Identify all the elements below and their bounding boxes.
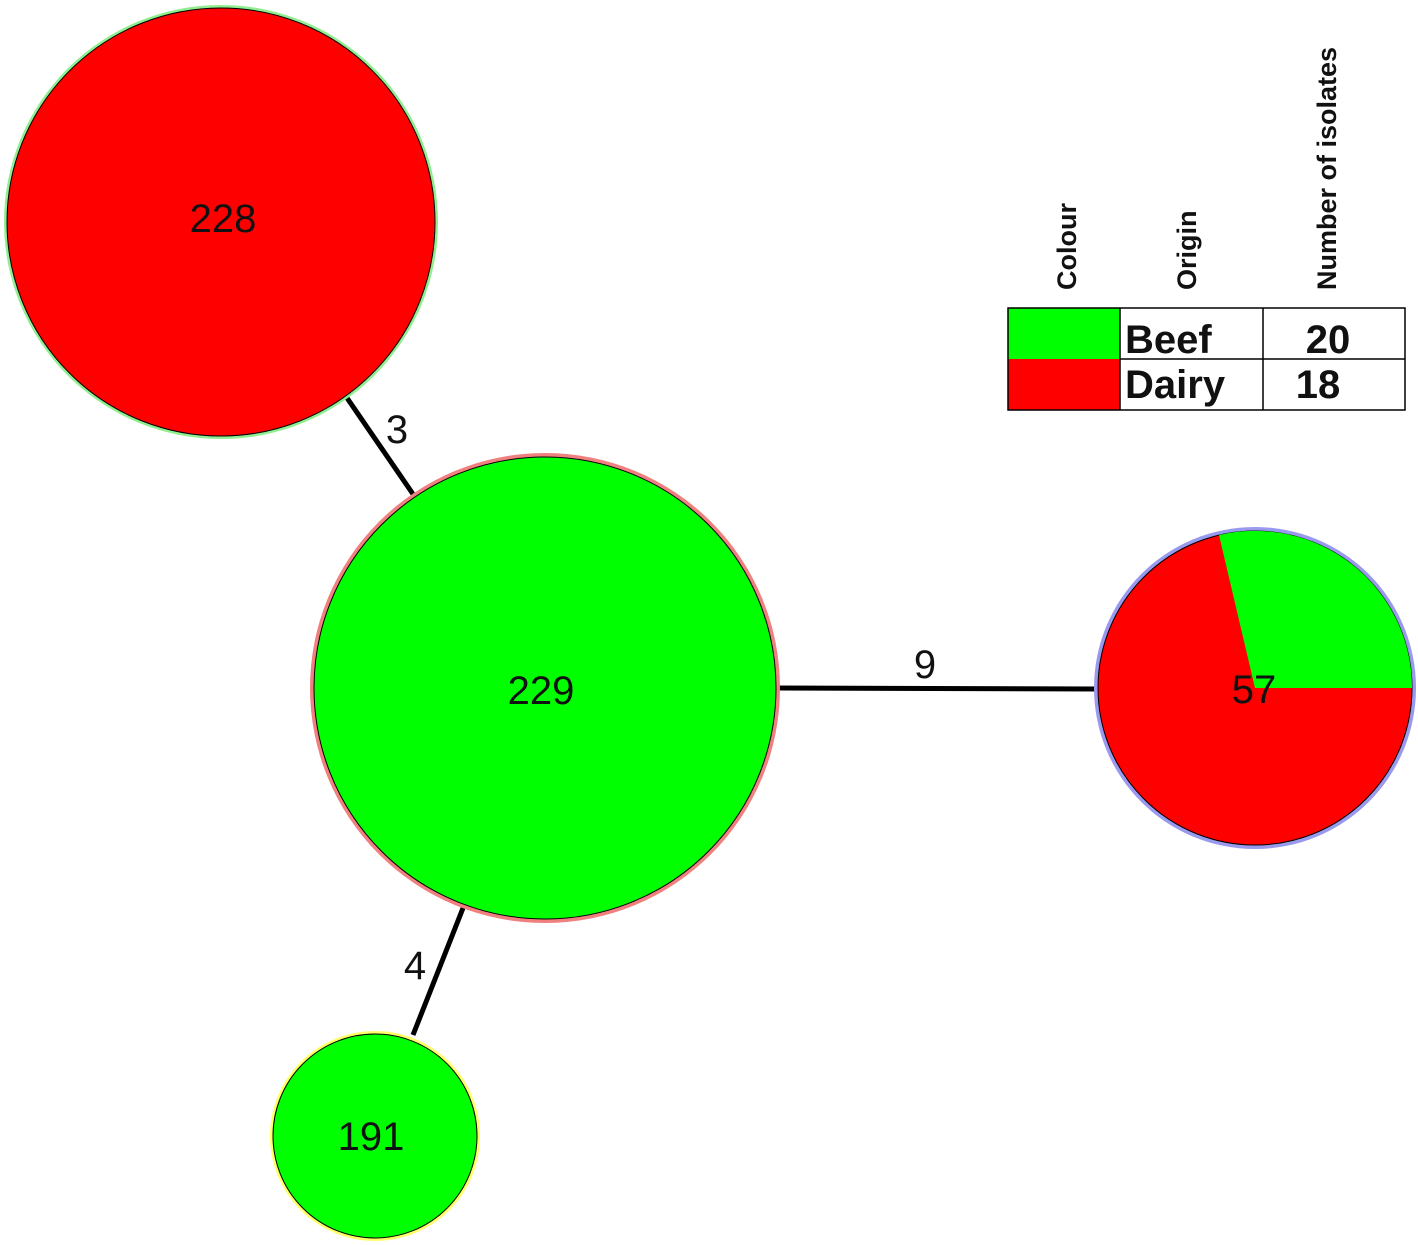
edge-229-191 <box>410 902 468 1036</box>
edge-label-228-229: 3 <box>386 408 408 452</box>
legend-header-count: Number of isolates <box>1312 47 1342 290</box>
node-228-dairy-fill <box>6 7 436 437</box>
node-57: 57 <box>1094 527 1416 849</box>
node-191: 191 <box>270 1031 480 1241</box>
node-229: 229 <box>310 453 780 923</box>
node-229-label: 229 <box>508 669 575 713</box>
legend-header-colour: Colour <box>1052 203 1082 290</box>
edge-label-229-57: 9 <box>914 643 936 687</box>
legend-count-beef: 20 <box>1306 318 1351 362</box>
legend: Colour Origin Number of isolates Beef Da… <box>1007 47 1406 411</box>
legend-swatch-beef <box>1008 308 1120 359</box>
legend-origin-dairy: Dairy <box>1125 363 1226 407</box>
node-228: 228 <box>4 5 438 439</box>
edge-228-229 <box>342 393 418 499</box>
node-57-label: 57 <box>1232 668 1277 712</box>
legend-swatch-dairy <box>1008 359 1120 410</box>
node-191-beef-fill <box>272 1033 478 1239</box>
node-229-beef-fill <box>313 456 777 920</box>
node-228-label: 228 <box>190 197 257 241</box>
legend-header-origin: Origin <box>1172 211 1202 291</box>
node-57-beef-slice <box>1219 530 1413 688</box>
node-191-label: 191 <box>338 1115 405 1159</box>
edge-label-229-191: 4 <box>404 944 426 988</box>
edge-229-57 <box>776 685 1099 692</box>
edges <box>342 393 1099 1036</box>
legend-origin-beef: Beef <box>1125 318 1212 362</box>
legend-count-dairy: 18 <box>1296 363 1341 407</box>
